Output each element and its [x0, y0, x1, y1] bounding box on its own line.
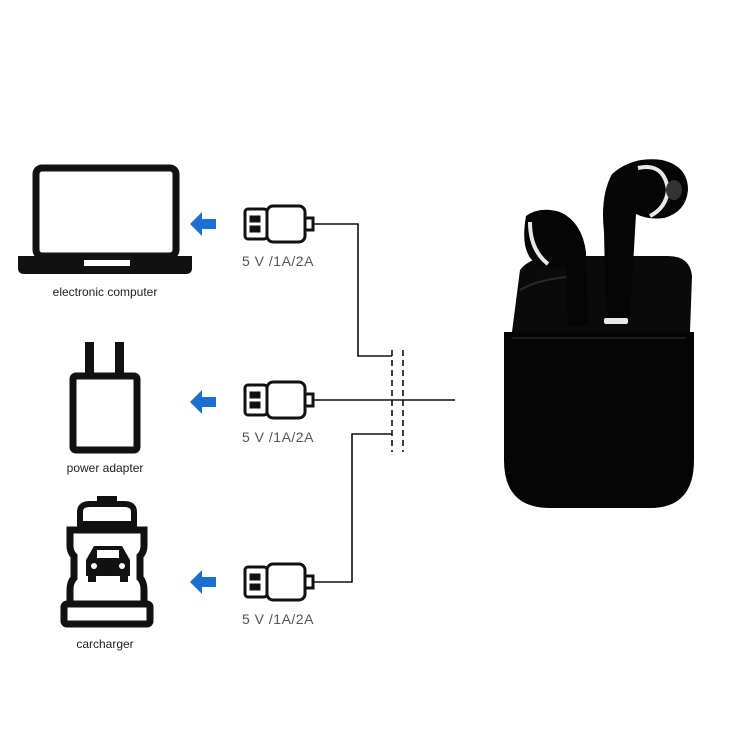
power-spec: 5 V /1A/2A: [242, 611, 314, 627]
car-charger-icon: [60, 496, 154, 628]
usb-plug-icon: [243, 562, 315, 602]
cable-splitter: [391, 350, 404, 452]
power-spec: 5 V /1A/2A: [242, 429, 314, 445]
usb-plug-icon: [243, 380, 315, 420]
right-earbud: [603, 159, 688, 324]
device-label: carcharger: [76, 637, 134, 651]
device-label: electronic computer: [52, 285, 158, 299]
cable-lines: [313, 223, 455, 583]
earbuds-case: [504, 159, 694, 508]
laptop-icon: [18, 164, 192, 274]
device-label: power adapter: [66, 461, 144, 475]
power-spec: 5 V /1A/2A: [242, 253, 314, 269]
usb-plug-icon: [243, 204, 315, 244]
left-earbud: [524, 209, 588, 326]
arrow-left-icon: [190, 212, 216, 594]
power-adapter-icon: [69, 342, 141, 454]
